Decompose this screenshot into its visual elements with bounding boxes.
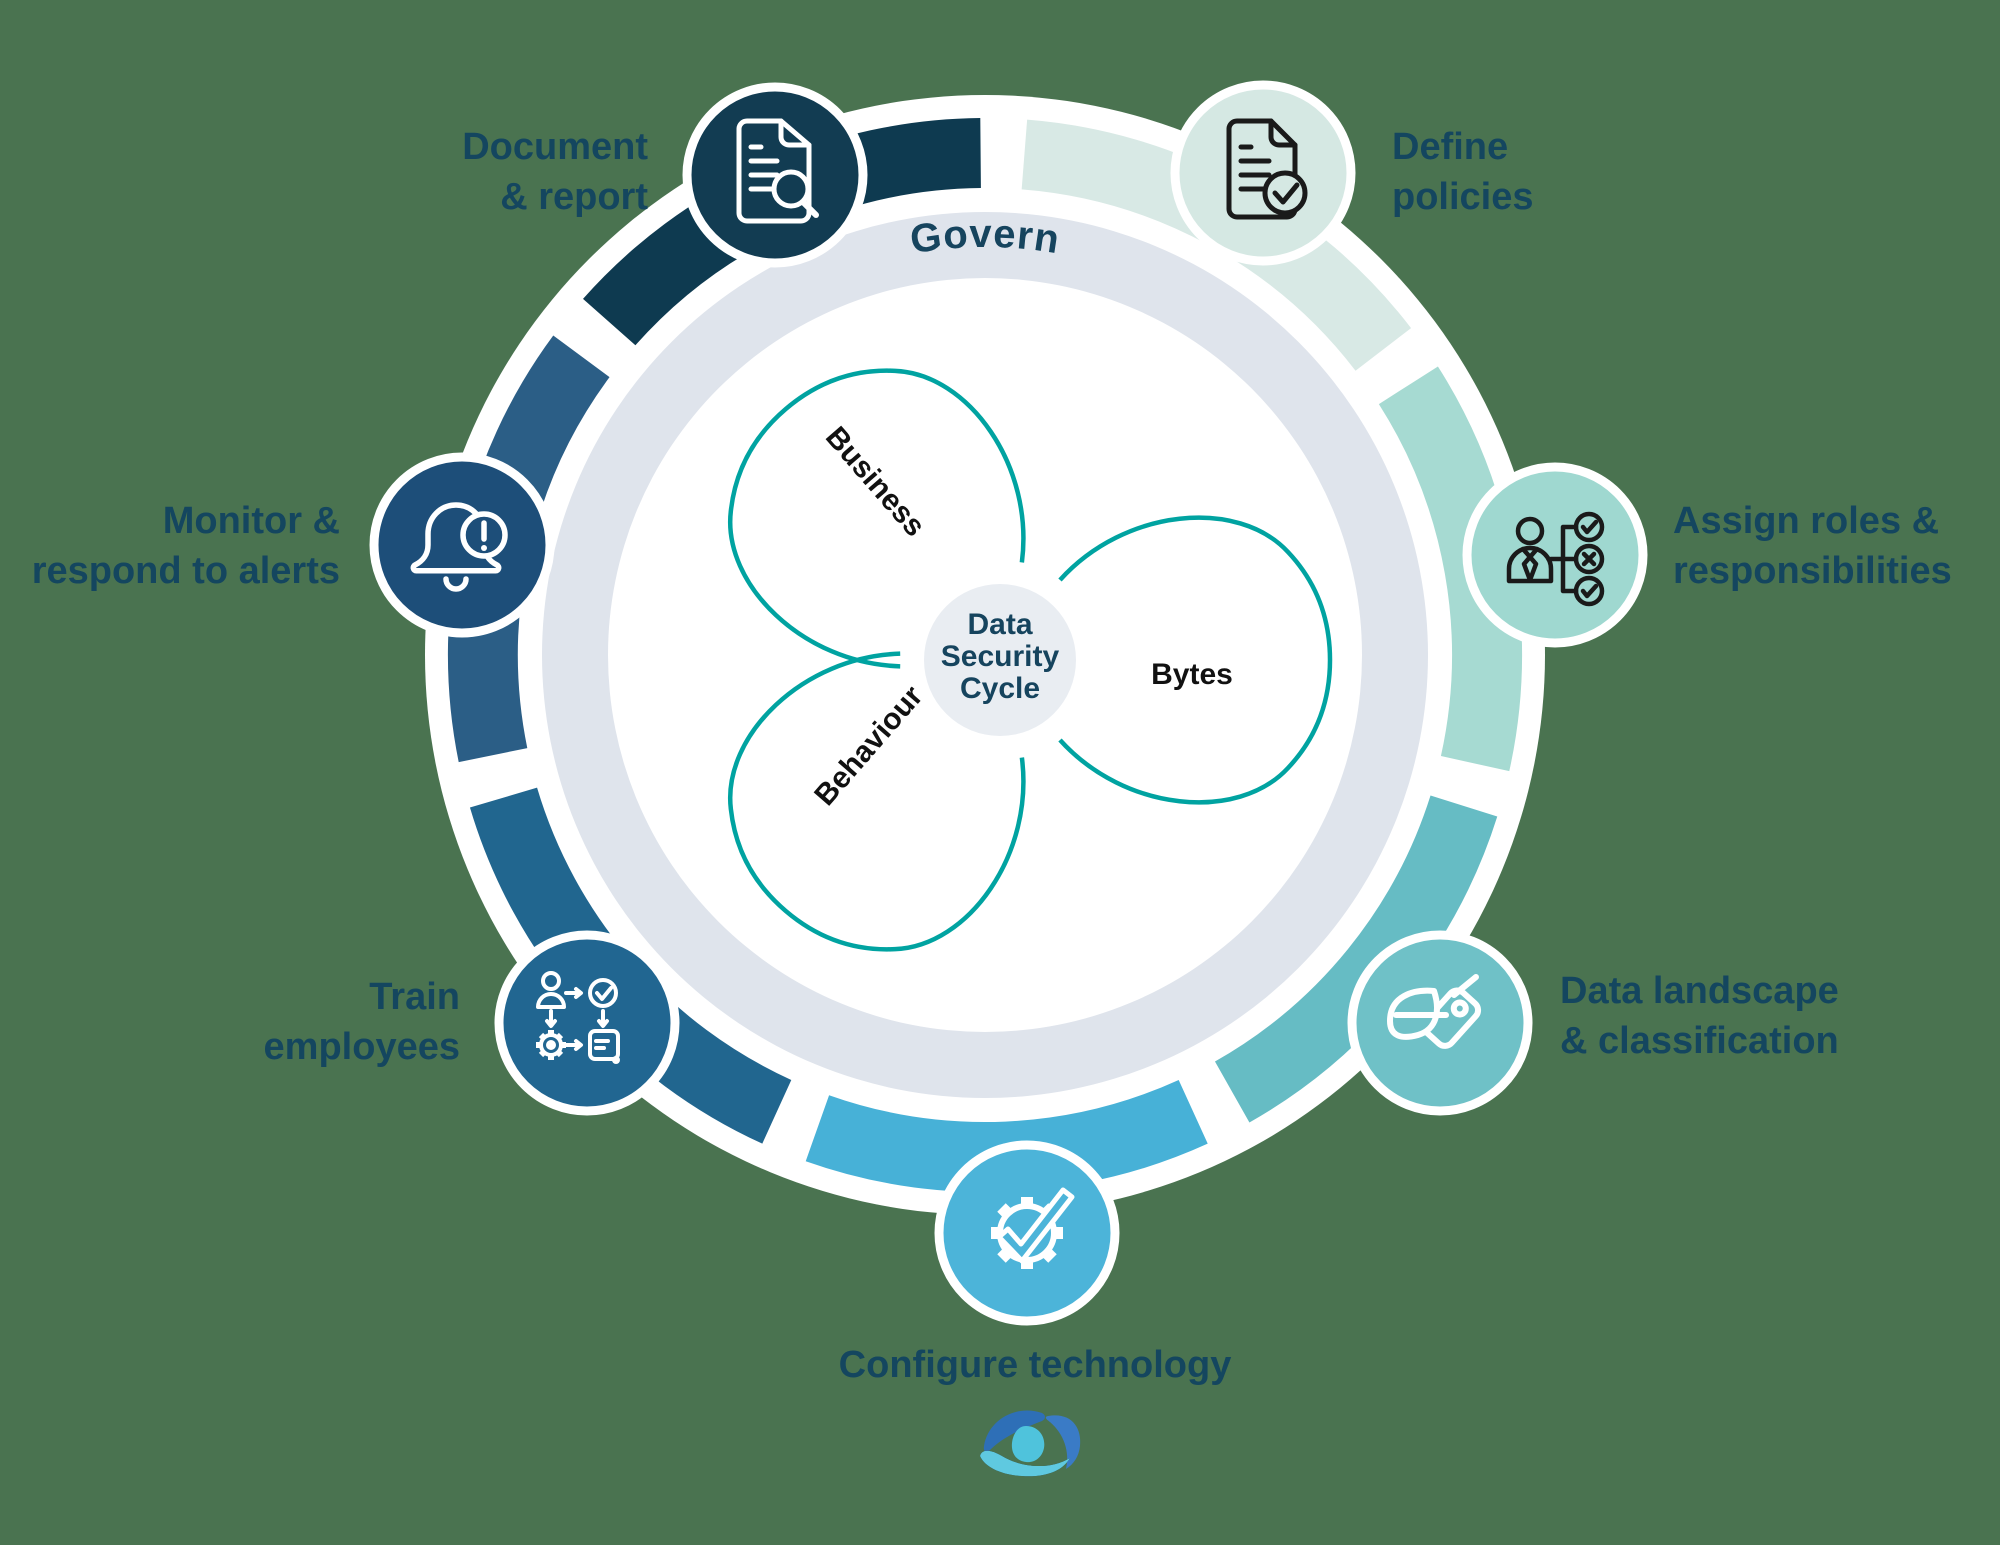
eye-logo-pupil <box>1011 1426 1045 1463</box>
label-define-policies-line2: policies <box>1392 176 1534 218</box>
center-circle <box>924 584 1076 736</box>
label-data-landscape-line2: & classification <box>1560 1020 1839 1062</box>
label-assign-roles-line1: Assign roles & <box>1673 500 1940 542</box>
label-define-policies-line1: Define <box>1392 126 1509 168</box>
org-approval-icon-circle <box>1462 462 1648 648</box>
label-document-report-line1: Document <box>462 126 648 168</box>
eye-logo-right-swoosh <box>1045 1415 1081 1469</box>
petal-business <box>727 368 1026 669</box>
label-document-report: Document & report <box>462 122 648 222</box>
label-train-employees: Train employees <box>264 972 460 1072</box>
org-approval-icon <box>1506 511 1605 607</box>
center-line1: Data <box>967 608 1032 641</box>
govern-label: Govern <box>907 212 1062 262</box>
center-line2: Security <box>941 640 1060 673</box>
label-train-employees-line1: Train <box>369 976 460 1018</box>
label-monitor-alerts-line2: respond to alerts <box>31 550 340 592</box>
stage-icon-data-landscape <box>1347 930 1533 1116</box>
alert-bell-icon-circle <box>369 452 555 638</box>
label-document-report-line2: & report <box>500 176 648 218</box>
stage-icon-document-report <box>682 82 868 268</box>
stage-icon-configure-technology <box>934 1140 1120 1326</box>
petal-label-bytes: Bytes <box>1151 658 1233 691</box>
label-data-landscape: Data landscape & classification <box>1560 966 1839 1066</box>
stage-icon-train-employees <box>494 930 680 1116</box>
petal-behaviour <box>727 651 1026 952</box>
label-define-policies: Define policies <box>1392 122 1534 222</box>
label-configure-technology-line1: Configure technology <box>838 1344 1232 1386</box>
label-train-employees-line2: employees <box>263 1026 460 1068</box>
document-search-icon <box>736 118 819 224</box>
leaf-tag-icon-circle <box>1347 930 1533 1116</box>
label-data-landscape-line1: Data landscape <box>1560 970 1839 1012</box>
center-line3: Cycle <box>960 672 1040 705</box>
petal-group <box>727 368 1333 952</box>
eye-logo <box>980 1410 1081 1477</box>
leaf-tag-icon <box>1387 974 1482 1049</box>
training-flow-icon-circle <box>494 930 680 1116</box>
stage-icon-monitor-alerts <box>369 452 555 638</box>
alert-bell-icon <box>410 502 508 592</box>
label-assign-roles: Assign roles & responsibilities <box>1673 496 1952 596</box>
label-assign-roles-line2: responsibilities <box>1673 550 1952 592</box>
stage-icon-assign-roles <box>1462 462 1648 648</box>
label-monitor-alerts-line1: Monitor & <box>162 500 340 542</box>
stage-icon-define-policies <box>1170 80 1356 266</box>
gear-check-icon <box>991 1187 1075 1269</box>
label-configure-technology: Configure technology <box>839 1340 1232 1390</box>
eye-logo-bottom-swoosh-fill <box>980 1450 1070 1477</box>
document-check-icon <box>1226 118 1308 220</box>
training-flow-icon <box>536 971 620 1064</box>
petal-bytes <box>1058 515 1333 805</box>
label-monitor-alerts: Monitor & respond to alerts <box>32 496 340 596</box>
eye-logo-top-swoosh <box>983 1410 1045 1452</box>
